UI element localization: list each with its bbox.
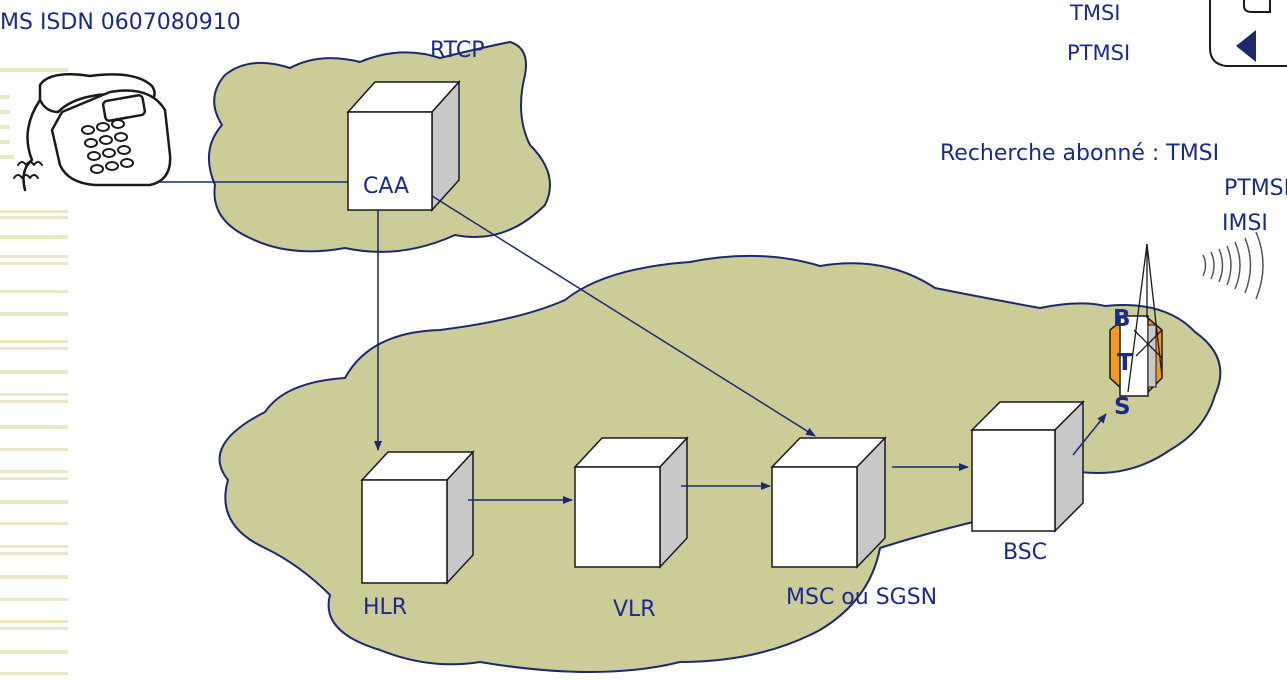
bts-letter-t: T [1117,350,1133,376]
vlr-label: VLR [613,597,656,622]
fixed-telephone-icon [13,73,172,192]
msisdn-label: MS ISDN 0607080910 [0,10,241,35]
bsc-label: BSC [1003,540,1048,565]
hlr-label: HLR [363,595,408,620]
mobile-network-cloud [218,254,1222,673]
hlr-node [360,450,475,585]
caa-node [346,80,461,212]
mobile-ptmsi-label: PTMSI [1067,41,1131,65]
arrow-caa-msc [431,195,816,437]
msc-label: MSC ou SGSN [786,585,938,610]
paging-label: Recherche abonné : TMSI [940,141,1220,166]
bts-letter-b: B [1113,306,1131,332]
mobile-handset-icon [1209,0,1287,67]
arrow-bsc-bts [1072,413,1107,456]
radio-wave-icon [1202,231,1264,300]
rtcp-label: RTCP [430,38,485,63]
vlr-node [573,436,689,569]
caa-label: CAA [363,174,410,199]
msc-node [770,436,887,569]
bsc-node [970,400,1085,533]
bts-letter-s: S [1114,394,1131,420]
mobile-tmsi-label: TMSI [1070,1,1121,25]
bts-icon [1109,243,1163,397]
paging-ptmsi-label: PTMSI [1224,176,1287,201]
paging-imsi-label: IMSI [1222,211,1268,236]
left-stripe-decoration [0,68,68,675]
